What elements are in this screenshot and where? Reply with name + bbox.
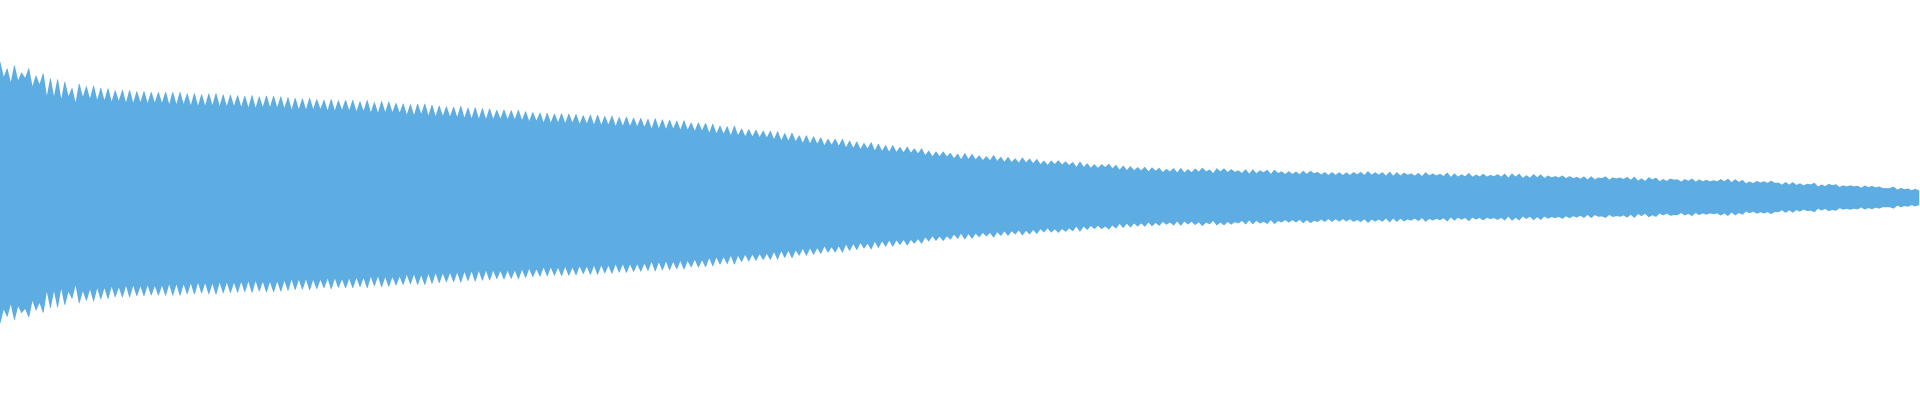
waveform-shape <box>0 61 1920 324</box>
